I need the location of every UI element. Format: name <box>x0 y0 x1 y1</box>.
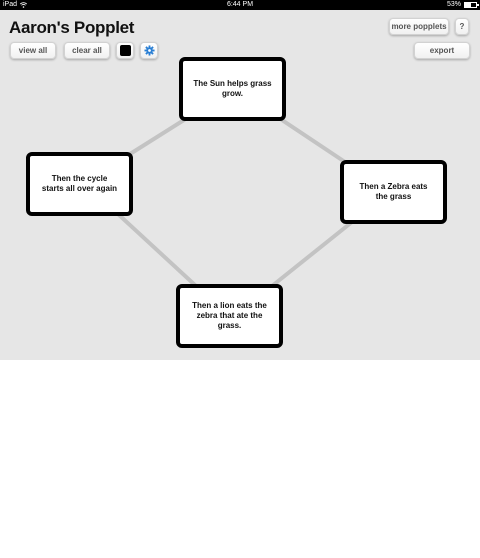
gear-icon <box>143 45 155 56</box>
wifi-icon <box>20 2 28 8</box>
popple-sun[interactable]: The Sun helps grass grow. <box>179 57 286 121</box>
device-name: iPad <box>3 1 18 8</box>
popple-lion[interactable]: Then a lion eats the zebra that ate the … <box>176 284 283 348</box>
battery-icon <box>464 2 479 8</box>
page-title: Aaron's Popplet <box>9 18 135 37</box>
battery-nub <box>477 4 479 6</box>
battery-fill <box>465 3 471 7</box>
popple-zebra[interactable]: Then a Zebra eats the grass <box>340 160 447 224</box>
more-popplets-button[interactable]: more popplets <box>389 18 449 35</box>
settings-button[interactable] <box>140 42 158 59</box>
status-right: 53% <box>446 0 479 10</box>
status-bar: iPad 6:44 PM 53% <box>0 0 480 10</box>
clear-all-button[interactable]: clear all <box>64 42 110 59</box>
popple-cycle[interactable]: Then the cycle starts all over again <box>26 152 133 216</box>
color-swatch-icon <box>119 45 131 56</box>
export-button[interactable]: export <box>414 42 470 59</box>
battery-percent: 53% <box>446 1 461 8</box>
connector-sun-cycle <box>128 118 186 156</box>
connector-zebra-lion <box>270 220 354 288</box>
status-left: iPad <box>3 0 28 10</box>
connector-sun-zebra <box>280 118 347 164</box>
view-all-button[interactable]: view all <box>10 42 56 59</box>
help-button[interactable]: ? <box>455 18 469 35</box>
status-time: 6:44 PM <box>226 1 254 8</box>
connector-cycle-lion <box>116 212 198 288</box>
color-picker-button[interactable] <box>116 42 134 59</box>
